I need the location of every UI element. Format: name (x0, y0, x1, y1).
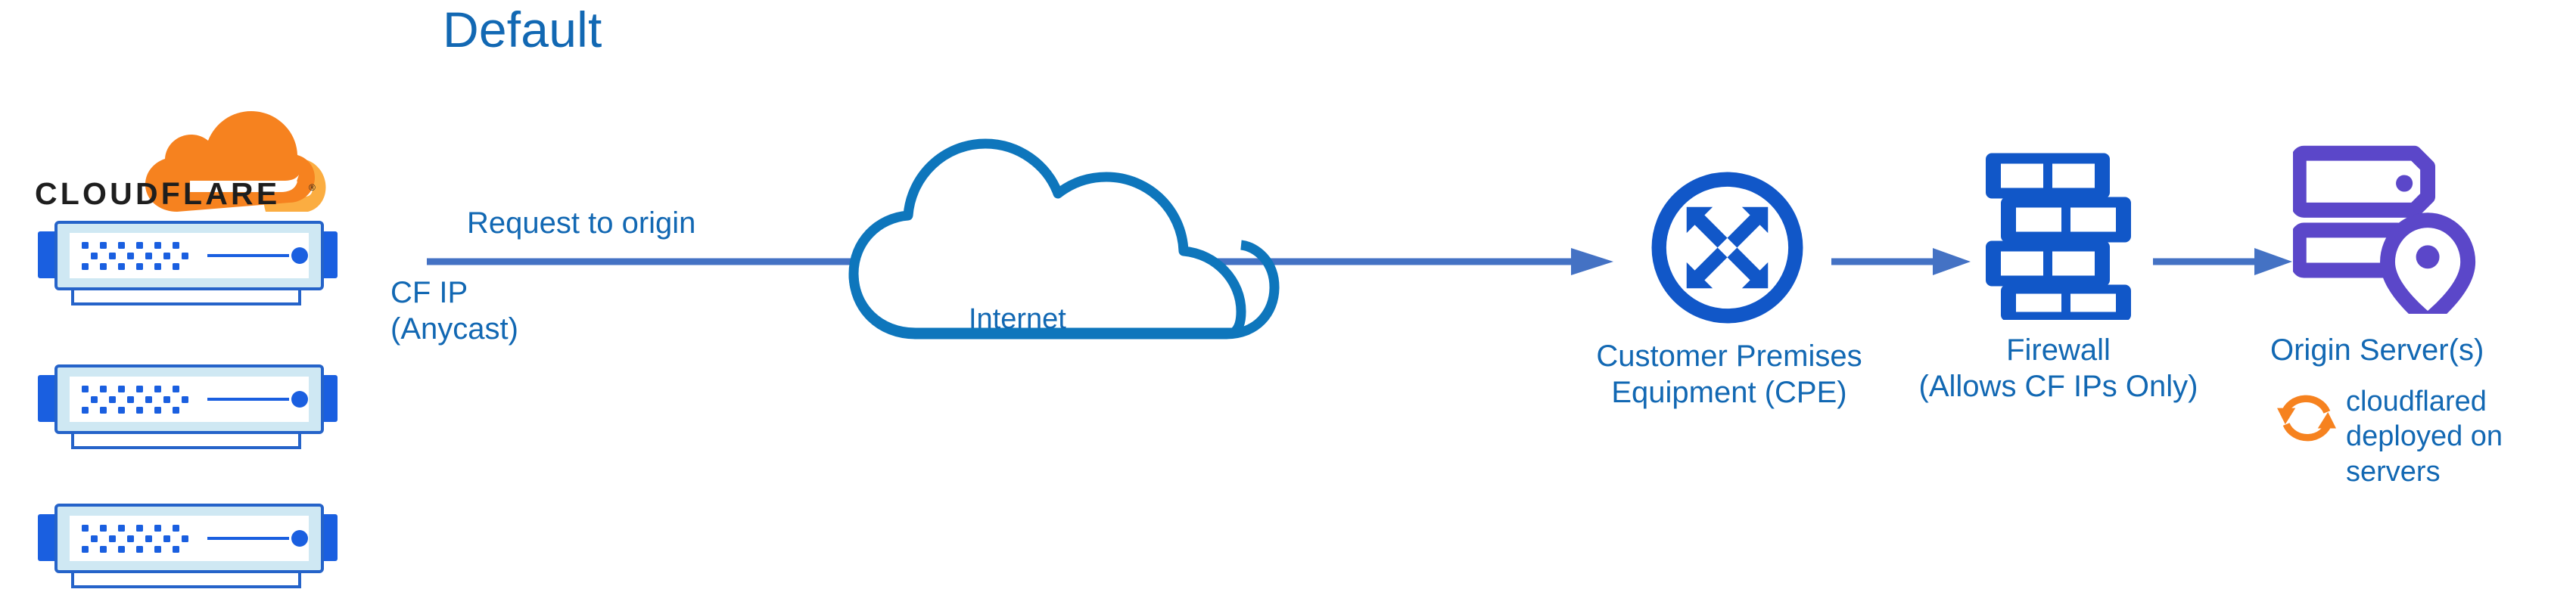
page-title: Default (443, 2, 602, 57)
request-to-origin-label: Request to origin (467, 206, 696, 240)
network-switch-icon (29, 218, 354, 309)
cloudflare-wordmark-text: CLOUDFLARE (35, 176, 280, 211)
cloudflared-annotation: cloudflared deployed on servers (2346, 384, 2503, 489)
cloudflare-wordmark: CLOUDFLARE ® (35, 175, 338, 212)
server-rack-location-pin-icon (2291, 140, 2482, 328)
network-switch-icon (29, 501, 354, 591)
firewall-label-line1: Firewall (2006, 333, 2111, 367)
cloud-outline-icon (832, 106, 1302, 355)
cf-ip-label-line1: CF IP (390, 276, 468, 309)
cpe-label-line2: Equipment (CPE) (1611, 376, 1847, 409)
arrow-cpe-to-firewall (1831, 248, 1971, 275)
router-circle-arrows-icon (1646, 166, 1809, 329)
network-switch-icon (29, 361, 354, 452)
cloudflared-line3: servers (2346, 455, 2441, 488)
cloudflared-line2: deployed on (2346, 420, 2503, 453)
arrow-firewall-to-origin (2153, 248, 2292, 275)
cloudflared-line1: cloudflared (2346, 386, 2487, 417)
sync-arrows-icon (2274, 386, 2339, 451)
registered-mark: ® (309, 182, 316, 193)
cloud-outline-base (910, 329, 1231, 340)
cpe-label-line1: Customer Premises (1596, 340, 1862, 373)
firewall-label-line2: (Allows CF IPs Only) (1918, 370, 2198, 403)
internet-label: Internet (969, 303, 1066, 335)
cf-ip-label-line2: (Anycast) (390, 312, 518, 346)
origin-label-line1: Origin Server(s) (2270, 333, 2484, 367)
brick-wall-icon (1983, 150, 2134, 321)
cloudflare-cloud-logo-icon (35, 106, 338, 219)
